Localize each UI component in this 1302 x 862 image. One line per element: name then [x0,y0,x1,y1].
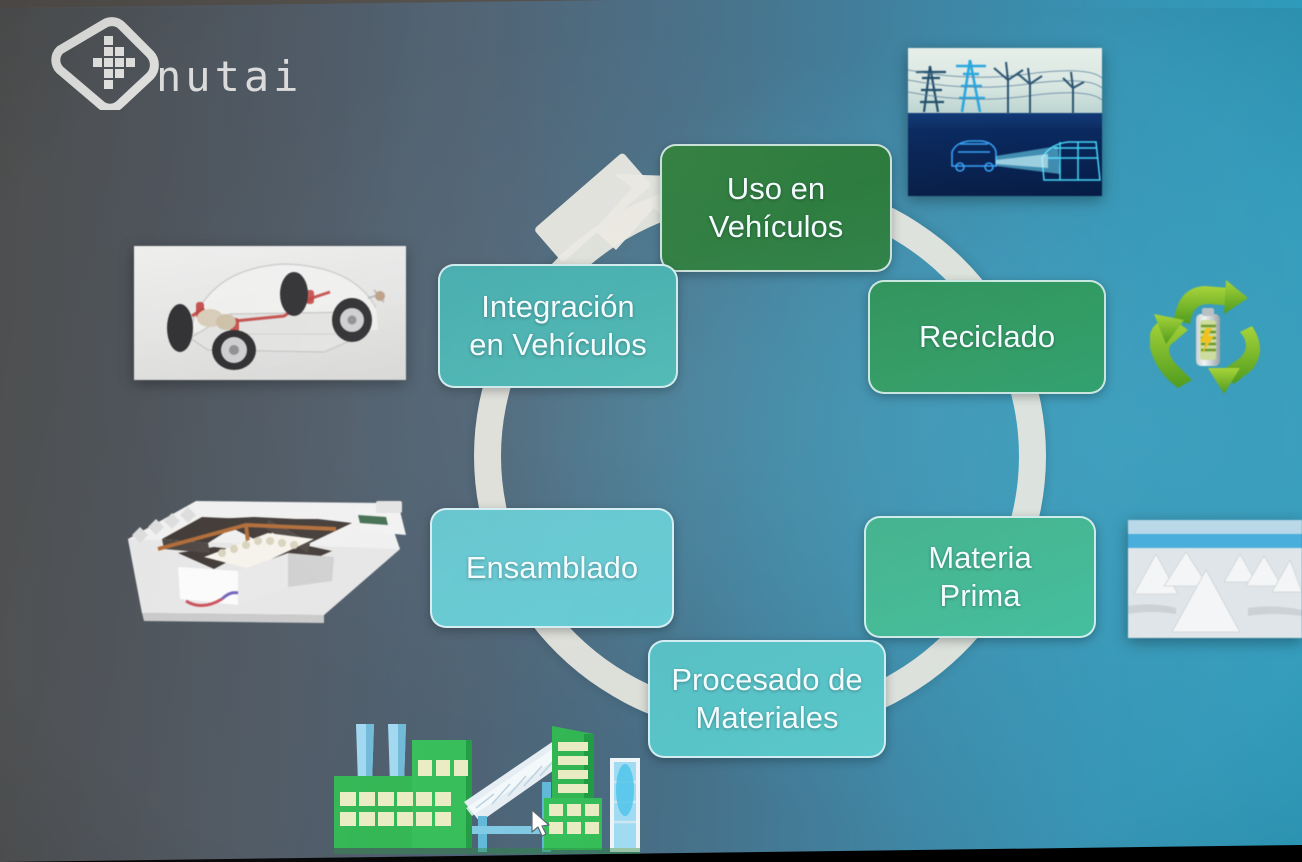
node-materia-prima[interactable]: Materia Prima [864,516,1096,638]
cycle-arrow-icon [594,174,674,250]
node-label: Ensamblado [465,550,639,586]
node-label: Materia Prima [928,540,1032,613]
node-label: Reciclado [918,319,1056,355]
mouse-pointer-icon [531,809,550,837]
photo-battery-pack [118,495,412,635]
recycling-battery-icon [1148,276,1276,400]
node-integracion-en-vehiculos[interactable]: Integración en Vehículos [438,264,678,388]
nutai-logo: nutai [34,14,302,113]
node-uso-en-vehiculos[interactable]: Uso en Vehículos [660,144,892,272]
photo-ev-chassis [134,246,406,380]
node-reciclado[interactable]: Reciclado [868,280,1106,394]
illustration-factory-conveyor [326,698,646,858]
node-procesado-de-materiales[interactable]: Procesado de Materiales [648,640,886,758]
photo-salt-flats [1128,520,1302,638]
node-label: Uso en Vehículos [708,171,844,244]
logo-wordmark: nutai [156,52,303,101]
node-ensamblado[interactable]: Ensamblado [430,508,674,628]
node-label: Procesado de Materiales [671,662,863,735]
node-label: Integración en Vehículos [469,289,647,362]
slide-content: nutai Uso en Vehículos Reciclado [0,7,1302,862]
nutai-mark-icon [51,17,159,113]
photo-energy-grid-vehicles [908,48,1102,196]
